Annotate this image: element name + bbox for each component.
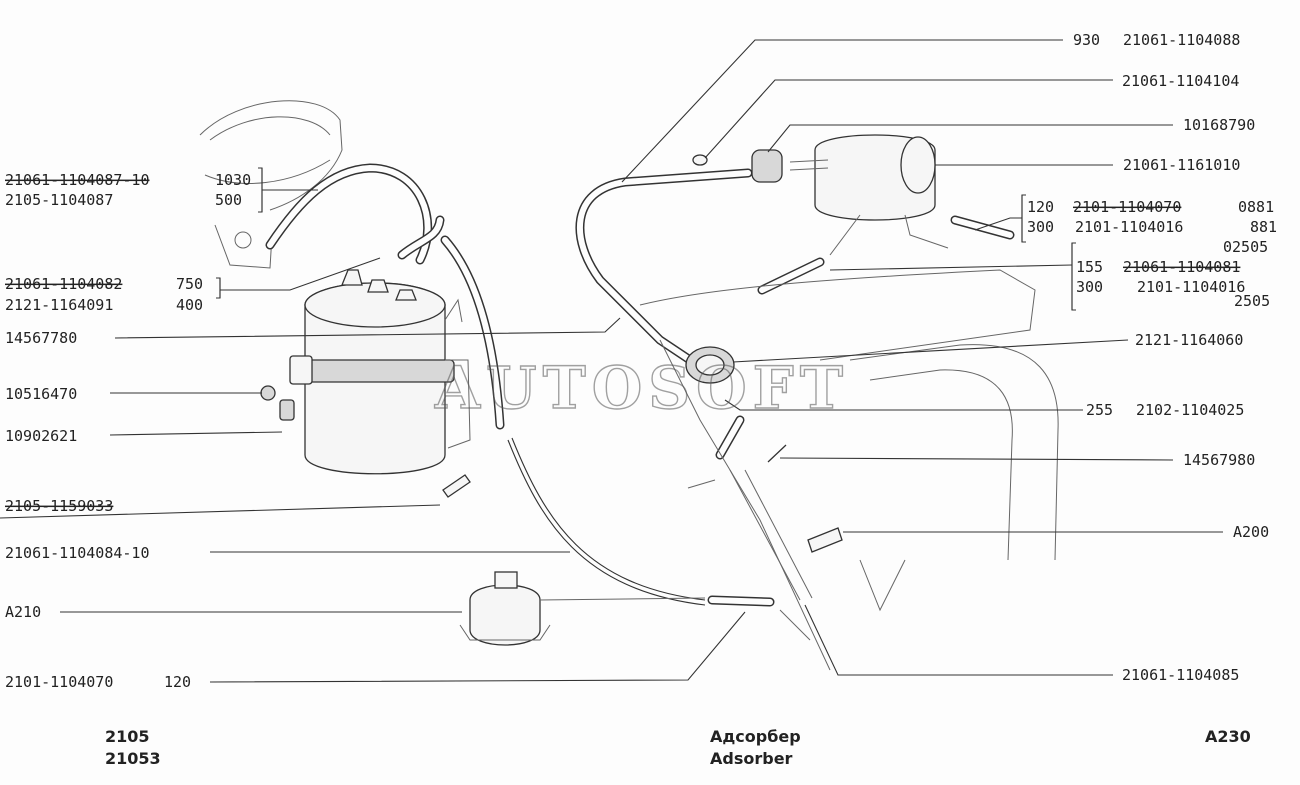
label-2105-1104087: 2105-1104087 [5,191,113,209]
adsorber-canister [289,269,471,475]
label-21061-1104082-struck: 21061-1104082 [5,275,122,293]
label-02505: 02505 [1223,238,1268,256]
label-14567980: 14567980 [1183,451,1255,469]
label-range-120: 120 [1027,198,1054,216]
label-A200: A200 [1233,523,1269,541]
label-21061-1161010: 21061-1161010 [1123,156,1240,174]
valve [685,346,735,384]
label-0881: 0881 [1238,198,1274,216]
label-2102-1104025: 2102-1104025 [1136,401,1244,419]
fuel-tank-outline [639,269,1059,671]
label-2121-1164060: 2121-1164060 [1135,331,1243,349]
label-881: 881 [1250,218,1277,236]
right-callouts: 930 21061-1104088 21061-1104104 10168790… [1027,31,1277,684]
page-footer: 2105 21053 Адсорбер Adsorber A230 [105,727,1251,768]
label-2101-1104070: 2101-1104070 [5,673,113,691]
air-filter-housing [199,100,343,269]
label-120: 120 [164,673,191,691]
label-range-300b: 300 [1076,278,1103,296]
title-russian: Адсорбер [710,727,801,746]
clamp [692,149,783,183]
left-brackets [216,167,263,299]
label-range-155: 155 [1076,258,1103,276]
label-10516470: 10516470 [5,385,77,403]
page-number: A230 [1205,727,1251,746]
label-2101-1104016: 2101-1104016 [1075,218,1183,236]
title-english: Adsorber [710,749,793,768]
label-1030: 1030 [215,171,251,189]
fuel-pump [459,571,706,646]
label-10168790: 10168790 [1183,116,1255,134]
separator-canister [789,134,949,256]
hoses [265,163,1015,607]
left-callouts: 21061-1104087-10 1030 2105-1104087 500 2… [5,171,251,691]
label-750: 750 [176,275,203,293]
label-21061-1104085: 21061-1104085 [1122,666,1239,684]
label-21061-1104081-struck: 21061-1104081 [1123,258,1240,276]
label-930: 930 [1073,31,1100,49]
label-range-300: 300 [1027,218,1054,236]
label-2505: 2505 [1234,292,1270,310]
model-2105: 2105 [105,727,150,746]
label-2121-1164091: 2121-1164091 [5,296,113,314]
model-21053: 21053 [105,749,161,768]
label-2101-1104016b: 2101-1104016 [1137,278,1245,296]
label-255: 255 [1086,401,1113,419]
label-14567780: 14567780 [5,329,77,347]
label-21061-1104087-10-struck: 21061-1104087-10 [5,171,150,189]
label-A210: A210 [5,603,41,621]
label-500: 500 [215,191,242,209]
right-brackets [1021,194,1076,311]
label-400: 400 [176,296,203,314]
label-2101-1104070-struck: 2101-1104070 [1073,198,1181,216]
leader-lines [0,39,1223,683]
small-parts [260,385,843,553]
label-21061-1104084-10: 21061-1104084-10 [5,544,150,562]
label-2105-1159033-struck: 2105-1159033 [5,497,113,515]
label-10902621: 10902621 [5,427,77,445]
label-21061-1104104: 21061-1104104 [1122,72,1239,90]
label-21061-1104088: 21061-1104088 [1123,31,1240,49]
watermark-text: AUTOSOFT [434,354,849,422]
